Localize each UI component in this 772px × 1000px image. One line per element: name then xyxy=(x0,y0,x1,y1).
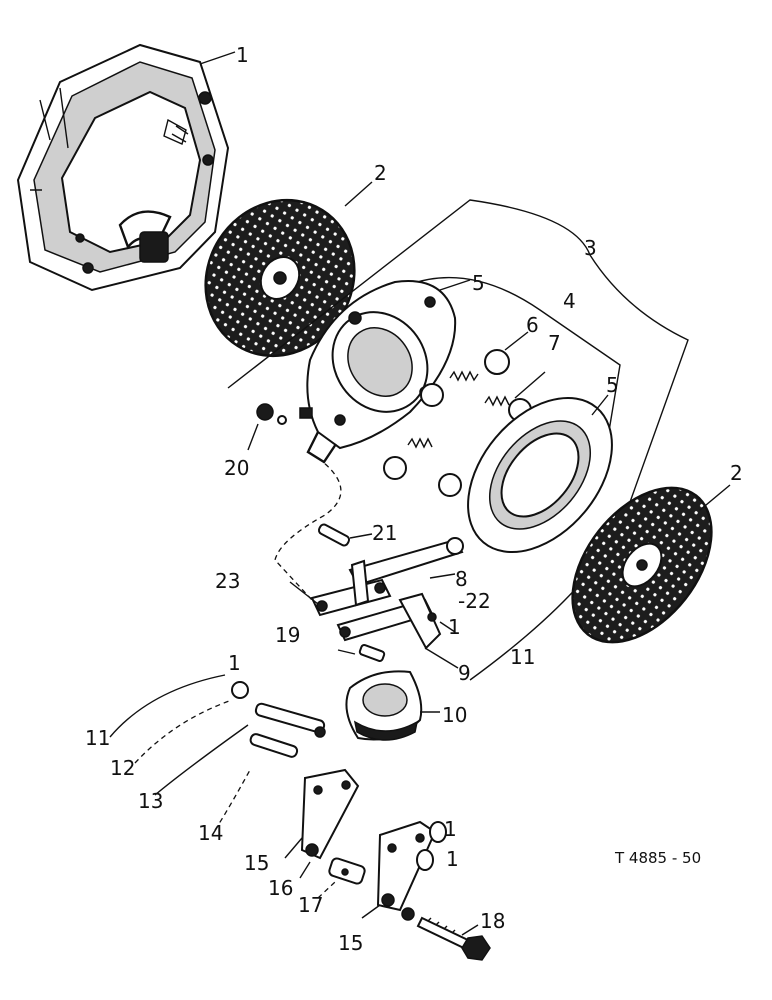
callout-11-right: 11 xyxy=(510,645,535,669)
callout-8-link: 8 xyxy=(455,567,468,591)
assembly-path-dashed xyxy=(274,457,342,601)
linkage-assembly-part xyxy=(289,537,464,669)
callout-17-spacer: 17 xyxy=(298,893,323,917)
callout-22-link: -22 xyxy=(458,589,491,613)
callout-3-assembly: 3 xyxy=(584,236,597,260)
bracket-plate-left-part xyxy=(284,768,360,879)
callout-labels: 1 2 3 5 4 6 7 5 2 20 21 23 8 -22 1 11 19… xyxy=(85,43,743,955)
callout-1-low-b: 1 xyxy=(446,847,459,871)
steel-balls-part xyxy=(383,331,532,497)
return-springs-part xyxy=(407,370,546,449)
callout-11-left: 11 xyxy=(85,726,110,750)
callout-10-housing-block: 10 xyxy=(442,703,467,727)
bolt-18-part xyxy=(401,907,491,961)
pressure-plate-lower-part xyxy=(467,394,613,554)
callout-21-pin: 21 xyxy=(372,521,397,545)
callout-4-group: 4 xyxy=(563,289,576,313)
callout-9-lever: 9 xyxy=(458,661,471,685)
callout-19-pin: 19 xyxy=(275,623,300,647)
friction-disc-upper-part xyxy=(204,181,373,358)
brake-housing-part xyxy=(16,43,236,292)
left-parts-group xyxy=(109,674,326,831)
callout-5-plate-upper: 5 xyxy=(472,271,485,295)
callout-1-left: 1 xyxy=(228,651,241,675)
friction-disc-lower-part xyxy=(571,484,731,644)
group-bracket-4 xyxy=(407,276,621,456)
callout-15-bottom: 15 xyxy=(338,931,363,955)
nut-washer-20-part xyxy=(247,403,287,451)
callout-2-disc-right: 2 xyxy=(730,461,743,485)
drawing-reference: T 4885 - 50 xyxy=(614,849,701,867)
spacer-17-part xyxy=(317,857,366,899)
callout-15-left: 15 xyxy=(244,851,269,875)
bracket-plate-bottom-part xyxy=(361,820,437,919)
callout-13-pin: 13 xyxy=(138,789,163,813)
callout-1-low-a: 1 xyxy=(444,817,457,841)
callout-1-housing: 1 xyxy=(236,43,249,67)
callout-23-link: 23 xyxy=(215,569,240,593)
pin-21-part xyxy=(317,523,373,547)
housing-block-10-part xyxy=(345,670,440,741)
callout-12-washer: 12 xyxy=(110,756,135,780)
actuating-plate-upper-part xyxy=(299,279,471,464)
callout-14-pin: 14 xyxy=(198,821,223,845)
callout-1-mid: 1 xyxy=(448,615,461,639)
callout-7-springs: 7 xyxy=(548,331,561,355)
group-bracket-3 xyxy=(227,199,689,681)
callout-2-disc-upper: 2 xyxy=(374,161,387,185)
callout-6-balls: 6 xyxy=(526,313,539,337)
callout-5-plate-lower: 5 xyxy=(606,373,619,397)
washers-low-part xyxy=(416,821,447,871)
callout-18-bolt: 18 xyxy=(480,909,505,933)
callout-16-bush: 16 xyxy=(268,876,293,900)
callout-20-nut: 20 xyxy=(224,456,249,480)
